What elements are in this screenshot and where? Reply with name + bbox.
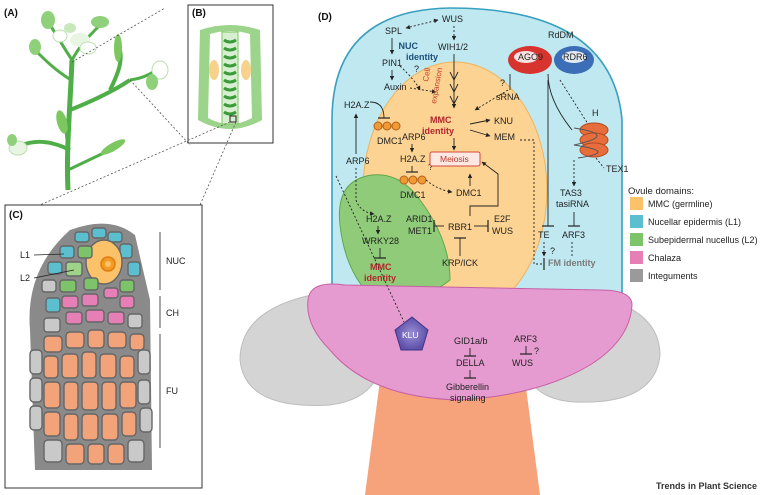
journal-footer: Trends in Plant Science [655,481,757,491]
dmc1-inner-label: DMC1 [400,190,426,200]
rbr1-label: RBR1 [448,222,472,232]
legend-label: Chalaza [648,253,681,263]
chalaza-domain [307,283,633,401]
legend-label: Nucellar epidermis (L1) [648,217,741,227]
panel-c-cells [29,227,153,465]
q5-label: ? [534,346,539,356]
legend-swatch [630,197,643,210]
q2-label: ? [500,78,505,88]
legend-title: Ovule domains: [628,186,694,197]
mmc-green-2: identity [364,273,396,283]
arp6-left-label: ARP6 [346,156,370,166]
h2az-green-label: H2A.Z [366,214,392,224]
label-l1: L1 [20,250,30,260]
label-fu: FU [166,386,178,396]
spl-label: SPL [385,26,402,36]
legend-label: Subepidermal nucellus (L2) [648,235,758,245]
panel-c-label: (C) [9,210,23,221]
panel-d-schematic: (D) SPL WUS PIN1 WIH1/2 NUC identity Aux… [239,7,661,495]
h2az-inner-label: H2A.Z [400,154,426,164]
met1-label: MET1 [408,226,432,236]
legend-label: MMC (germline) [648,199,713,209]
te-label: TE [538,230,550,240]
meiosis-box: Meiosis [429,151,481,167]
krp-ick-label: KRP/ICK [442,258,478,268]
wus-top-label: WUS [442,14,463,24]
funiculus [365,380,540,495]
q4-label: ? [428,162,433,172]
nuc-identity-2: identity [406,52,438,62]
della-label: DELLA [456,358,485,368]
nuc-identity-1: NUC [399,41,419,51]
arid1-label: ARID1 [406,214,433,224]
h-label: H [592,108,599,118]
fm-identity: FM identity [548,258,596,268]
gibberellin-label: Gibberellin [446,382,489,392]
rddm-label: RdDM [548,30,574,40]
mmc-identity-2: identity [422,126,454,136]
label-ch: CH [166,308,179,318]
mmc-green-1: MMC [370,262,392,272]
legend-swatch [630,233,643,246]
gid1ab-label: GID1a/b [454,336,488,346]
arp6-inner-label: ARP6 [402,132,426,142]
legend-label: Integuments [648,271,698,281]
signaling-label: signaling [450,393,486,403]
panel-d-label: (D) [318,12,332,23]
rdr6-label: RDR6 [563,52,588,62]
ago9-shape: AGO9 [508,46,552,74]
meiosis-label: Meiosis [440,154,469,164]
label-l2: L2 [20,273,30,283]
auxin-label: Auxin [384,82,407,92]
klu-shape: KLU [394,316,429,351]
dmc1-top-label: DMC1 [377,136,403,146]
histone-icon [573,122,609,159]
legend-swatch [630,269,643,282]
wrky28-label: WRKY28 [362,236,399,246]
ago9-label: AGO9 [518,52,543,62]
legend: Ovule domains: MMC (germline) Nucellar ep… [628,186,758,282]
cell-label: Cell [421,67,432,82]
panel-b-flower: (B) [39,4,274,206]
panel-b-label: (B) [192,8,206,19]
legend-swatch [630,251,643,264]
legend-swatch [630,215,643,228]
panel-a-plant: (A) [4,7,191,191]
klu-label: KLU [402,330,419,340]
wih12-label: WIH1/2 [438,42,468,52]
mem-label: MEM [494,132,515,142]
arf3-right-label: ARF3 [562,230,585,240]
dmc1-right-label: DMC1 [456,188,482,198]
mmc-identity-1: MMC [430,115,452,125]
pin1-label: PIN1 [382,58,402,68]
dmc1-inner-beads [399,175,427,185]
tex1-label: TEX1 [606,164,629,174]
label-nuc: NUC [166,256,186,266]
h2az-top-label: H2A.Z [344,100,370,110]
tasirna-label: tasiRNA [556,199,589,209]
e2f-label: E2F [494,214,511,224]
wus-inner-label: WUS [492,226,513,236]
knu-label: KNU [494,116,513,126]
q1-label: ? [414,64,419,74]
rdr6-shape: RDR6 [554,46,594,74]
tas3-label: TAS3 [560,188,582,198]
arf3-bottom-label: ARF3 [514,334,537,344]
srna-label: sRNA [496,92,520,102]
q3-label: ? [550,246,555,256]
wus-bottom-label: WUS [512,358,533,368]
dmc1-top-beads [373,121,401,131]
panel-a-label: (A) [4,8,18,19]
panel-c-ovule: (C) [4,204,203,489]
